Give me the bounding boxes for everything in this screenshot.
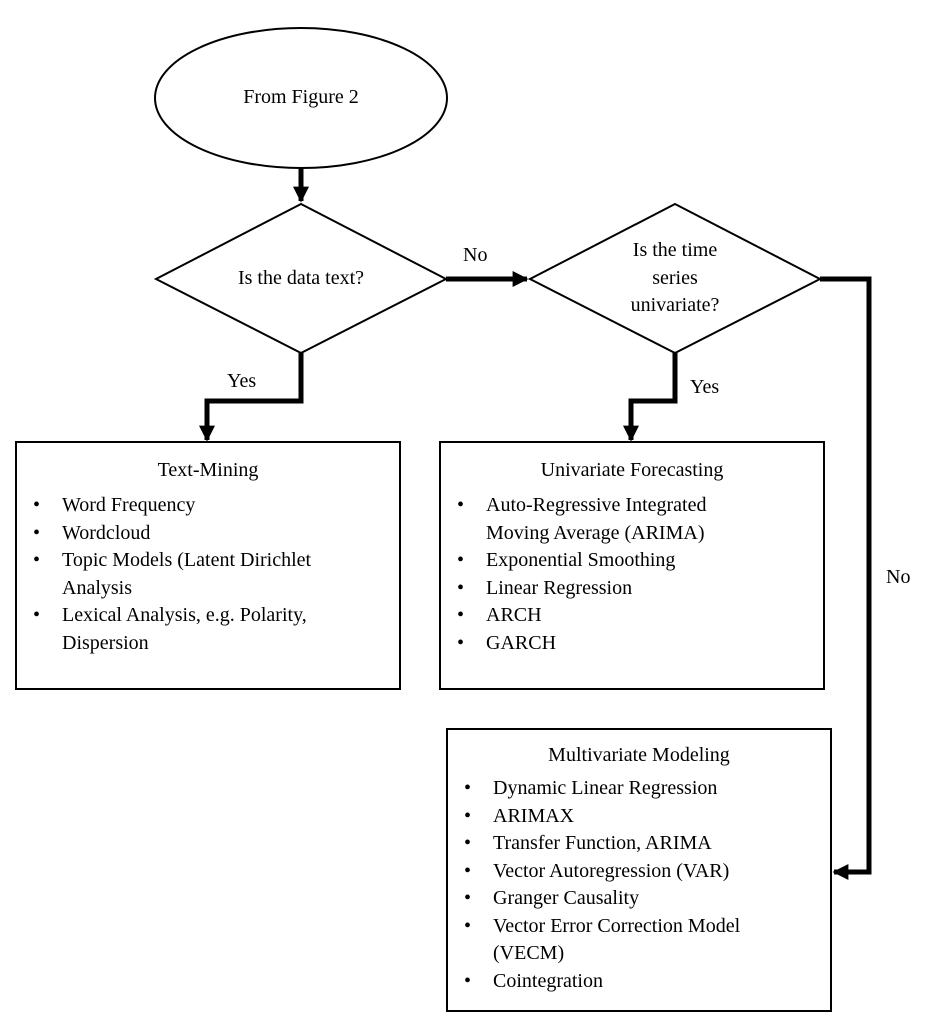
box-title: Univariate Forecasting <box>540 459 724 481</box>
decision2-line: univariate? <box>630 294 720 316</box>
list-item: •Vector Autoregression (VAR) <box>464 859 730 882</box>
method-list: •Dynamic Linear Regression •ARIMAX •Tran… <box>448 775 830 995</box>
univariate-box: Univariate Forecasting •Auto-Regressive … <box>439 441 825 690</box>
list-item: •ARCH <box>457 604 542 626</box>
edge-label-d1-no: No <box>463 244 488 266</box>
box-title: Text-Mining <box>157 459 259 481</box>
decision1-label: Is the data text? <box>237 267 365 289</box>
list-item: •Cointegration <box>464 969 603 992</box>
decision2-label: Is the time series univariate? <box>570 237 780 320</box>
box-title: Multivariate Modeling <box>548 744 730 766</box>
edge-label-d1-yes: Yes <box>227 370 257 392</box>
text-mining-box: Text-Mining •Word Frequency •Wordcloud •… <box>15 441 401 690</box>
list-item: •Dynamic Linear Regression <box>464 777 718 799</box>
edge-label-d2-yes: Yes <box>690 376 720 398</box>
list-item: •Wordcloud <box>33 521 151 544</box>
list-item: •Linear Regression <box>457 576 633 599</box>
multivariate-box: Multivariate Modeling •Dynamic Linear Re… <box>446 728 832 1012</box>
edge-decision2-yes <box>622 353 678 442</box>
edge-decision2-no <box>820 276 872 881</box>
list-item: •Granger Causality <box>464 887 640 909</box>
list-item: •Word Frequency <box>33 494 196 516</box>
list-item: •ARIMAX <box>464 804 575 827</box>
list-item: •Transfer Function, ARIMA <box>464 832 712 854</box>
list-item: •GARCH <box>457 631 557 654</box>
method-list: •Word Frequency •Wordcloud •Topic Models… <box>17 492 399 657</box>
list-item: •Lexical Analysis, e.g. Polarity,Dispers… <box>33 604 307 654</box>
edge-decision1-yes <box>198 353 304 442</box>
list-item: •Vector Error Correction Model(VECM) <box>464 914 741 965</box>
decision2-line: series <box>652 266 698 289</box>
start-label: From Figure 2 <box>243 86 359 108</box>
list-item: •Exponential Smoothing <box>457 549 676 571</box>
decision2-line: Is the time <box>632 239 718 261</box>
edge-label-d2-no: No <box>886 566 911 588</box>
